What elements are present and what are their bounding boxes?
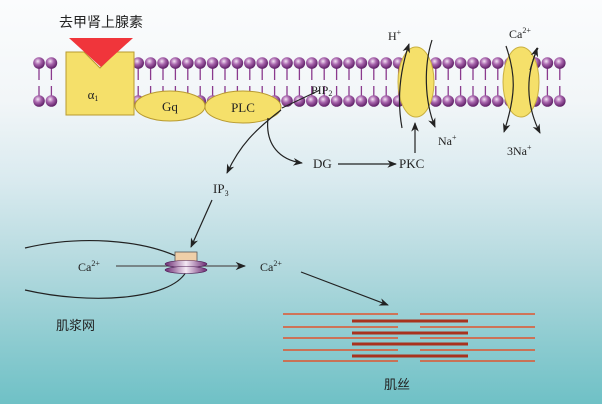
sr-membrane-lower bbox=[24, 271, 187, 299]
lipid-head bbox=[318, 95, 331, 107]
arrow-to-dg bbox=[267, 117, 303, 166]
lipid-head bbox=[554, 95, 566, 107]
lipid-head bbox=[231, 57, 244, 69]
lipid-head bbox=[45, 95, 58, 107]
lipid-head bbox=[256, 57, 269, 69]
arrow-to-ip3 bbox=[226, 109, 282, 174]
filament-label: 肌丝 bbox=[384, 378, 410, 393]
norepinephrine-ligand-icon bbox=[69, 38, 133, 67]
lipid-head bbox=[355, 95, 368, 107]
lipid-head bbox=[454, 95, 467, 107]
lipid-head bbox=[554, 57, 566, 69]
lipid-head bbox=[368, 57, 380, 69]
lipid-head bbox=[281, 57, 293, 69]
lipid-head bbox=[268, 57, 281, 69]
arrow-ip3-to-receptor bbox=[190, 199, 213, 248]
gq-label: Gq bbox=[162, 99, 178, 114]
lipid-head bbox=[194, 57, 206, 69]
norepinephrine-label: 去甲肾上腺素 bbox=[59, 15, 143, 31]
na-influx-arrow bbox=[425, 39, 436, 128]
lipid-head bbox=[343, 57, 355, 69]
plc-enzyme bbox=[204, 90, 282, 124]
lipid-head bbox=[380, 95, 393, 107]
dg-label: DG bbox=[313, 156, 332, 171]
h-ion-label: H+ bbox=[388, 28, 402, 43]
lipid-head bbox=[380, 57, 393, 69]
lipid-head bbox=[144, 57, 157, 69]
lipid-head bbox=[430, 95, 442, 107]
ca-exchanger-label: Ca2+ bbox=[509, 26, 531, 41]
lipid-head bbox=[343, 95, 355, 107]
lipid-head bbox=[244, 57, 256, 69]
lipid-head bbox=[45, 57, 58, 69]
lipid-head bbox=[430, 57, 442, 69]
lipid-head bbox=[355, 57, 368, 69]
receptor-label: α1 bbox=[88, 87, 99, 103]
lipid-head bbox=[318, 57, 331, 69]
lipid-head bbox=[281, 95, 293, 107]
lipid-head bbox=[492, 57, 504, 69]
lipid-head bbox=[169, 57, 182, 69]
ip3-receptor-channel bbox=[164, 251, 208, 274]
lipid-head bbox=[206, 57, 219, 69]
cytosol-ca-label: Ca2+ bbox=[260, 259, 282, 274]
lipid-head bbox=[33, 95, 45, 107]
sr-label: 肌浆网 bbox=[56, 319, 95, 334]
lipid-head bbox=[330, 57, 343, 69]
lipid-head bbox=[454, 57, 467, 69]
lipid-head bbox=[293, 95, 306, 107]
pkc-label: PKC bbox=[399, 156, 424, 171]
myofilaments bbox=[283, 313, 535, 362]
pip2-label: PIP2 bbox=[311, 83, 332, 98]
lipid-head bbox=[442, 57, 455, 69]
na-ion-label: Na+ bbox=[438, 133, 457, 148]
lipid-head bbox=[368, 95, 380, 107]
alpha1-receptor: α1 bbox=[65, 51, 135, 116]
lipid-head bbox=[479, 57, 492, 69]
lipid-head bbox=[219, 57, 231, 69]
lipid-head bbox=[306, 95, 318, 107]
lipid-head bbox=[467, 57, 479, 69]
lipid-head bbox=[541, 57, 554, 69]
sr-membrane-upper bbox=[24, 239, 177, 257]
sr-ca-label: Ca2+ bbox=[78, 259, 100, 274]
na-h-exchanger bbox=[397, 46, 435, 118]
lipid-head bbox=[306, 57, 318, 69]
lipid-head bbox=[132, 57, 144, 69]
plc-label: PLC bbox=[231, 100, 255, 115]
h-efflux-arrow bbox=[398, 43, 410, 129]
ca-efflux-arrow-a bbox=[503, 45, 514, 133]
lipid-head bbox=[157, 57, 169, 69]
lipid-head bbox=[492, 95, 504, 107]
lipid-head bbox=[293, 57, 306, 69]
lipid-head bbox=[330, 95, 343, 107]
lipid-head bbox=[442, 95, 455, 107]
lipid-head bbox=[541, 95, 554, 107]
lipid-head bbox=[479, 95, 492, 107]
lipid-head bbox=[33, 57, 45, 69]
ip3-label: IP3 bbox=[213, 181, 229, 198]
lipid-head bbox=[467, 95, 479, 107]
na3-label: 3Na+ bbox=[507, 143, 532, 158]
arrow-ca-to-filament bbox=[300, 271, 389, 306]
lipid-head bbox=[182, 57, 194, 69]
